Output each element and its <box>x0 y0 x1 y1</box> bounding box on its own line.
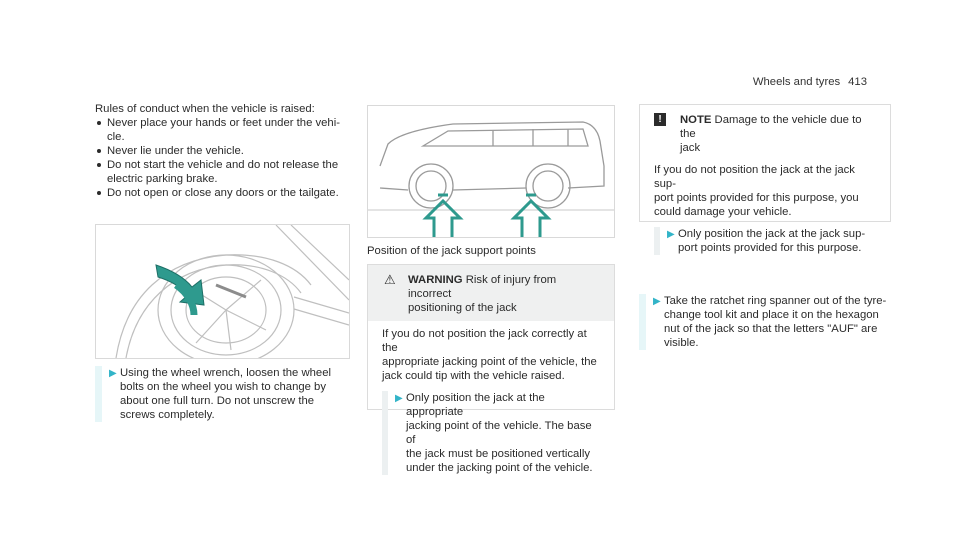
rule-text: Never lie under the vehicle. <box>107 145 244 157</box>
rule-item: Never place your hands or feet under the… <box>95 116 353 144</box>
note-header: ! NOTE Damage to the vehicle due to the … <box>640 105 890 161</box>
section-title: Wheels and tyres <box>752 76 841 88</box>
wheel-wrench-figure <box>95 224 350 359</box>
rule-text: Never place your hands or feet under the… <box>107 117 340 143</box>
warning-text: If you do not position the jack correctl… <box>382 328 597 382</box>
warning-title: Risk of injury from incorrect positionin… <box>408 274 557 314</box>
rule-item: Never lie under the vehicle. <box>95 144 353 158</box>
jack-point-arrow-icon <box>422 198 552 237</box>
note-callout: ! NOTE Damage to the vehicle due to the … <box>639 104 891 255</box>
warning-label: WARNING <box>408 274 463 286</box>
rules-list: Never place your hands or feet under the… <box>95 116 353 200</box>
page-header: Wheels and tyres 413 <box>753 75 867 89</box>
rule-text: Do not open or close any doors or the ta… <box>107 187 339 199</box>
step-loosen-bolts: ▶ Using the wheel wrench, loosen the whe… <box>95 366 360 422</box>
warning-action: ▶ Only position the jack at the appropri… <box>382 391 600 475</box>
note-icon: ! <box>654 113 666 126</box>
warning-callout: ⚠ WARNING Risk of injury from incorrect … <box>367 264 615 475</box>
warning-icon: ⚠ <box>384 272 396 287</box>
step-arrow-icon: ▶ <box>653 296 661 307</box>
step-arrow-icon: ▶ <box>395 393 403 404</box>
jack-points-figure <box>367 105 615 238</box>
warning-action-text: Only position the jack at the appropriat… <box>406 392 593 474</box>
page-number: 413 <box>848 76 867 88</box>
note-text: If you do not position the jack at the j… <box>654 164 859 218</box>
step-arrow-icon: ▶ <box>109 368 117 379</box>
wheel-wrench-illustration <box>115 225 349 358</box>
rule-item: Do not open or close any doors or the ta… <box>95 186 353 200</box>
rule-item: Do not start the vehicle and do not rele… <box>95 158 353 186</box>
vehicle-jack-illustration <box>368 121 614 237</box>
warning-body: If you do not position the jack correctl… <box>368 321 614 483</box>
column-1: Rules of conduct when the vehicle is rai… <box>95 102 353 200</box>
note-label: NOTE <box>680 114 712 126</box>
rules-intro: Rules of conduct when the vehicle is rai… <box>95 103 315 115</box>
rule-text: Do not start the vehicle and do not rele… <box>107 159 339 185</box>
step-ratchet-spanner: ▶ Take the ratchet ring spanner out of t… <box>639 294 904 350</box>
figure-caption: Position of the jack support points <box>367 245 536 257</box>
note-action: ▶ Only position the jack at the jack sup… <box>654 227 876 255</box>
note-title: Damage to the vehicle due to the jack <box>680 114 862 154</box>
step-text: Take the ratchet ring spanner out of the… <box>664 295 887 349</box>
note-action-text: Only position the jack at the jack sup- … <box>678 228 866 254</box>
warning-header: ⚠ WARNING Risk of injury from incorrect … <box>368 265 614 321</box>
note-body: If you do not position the jack at the j… <box>640 161 890 263</box>
step-text: Using the wheel wrench, loosen the wheel… <box>120 367 332 421</box>
step-arrow-icon: ▶ <box>667 229 675 240</box>
